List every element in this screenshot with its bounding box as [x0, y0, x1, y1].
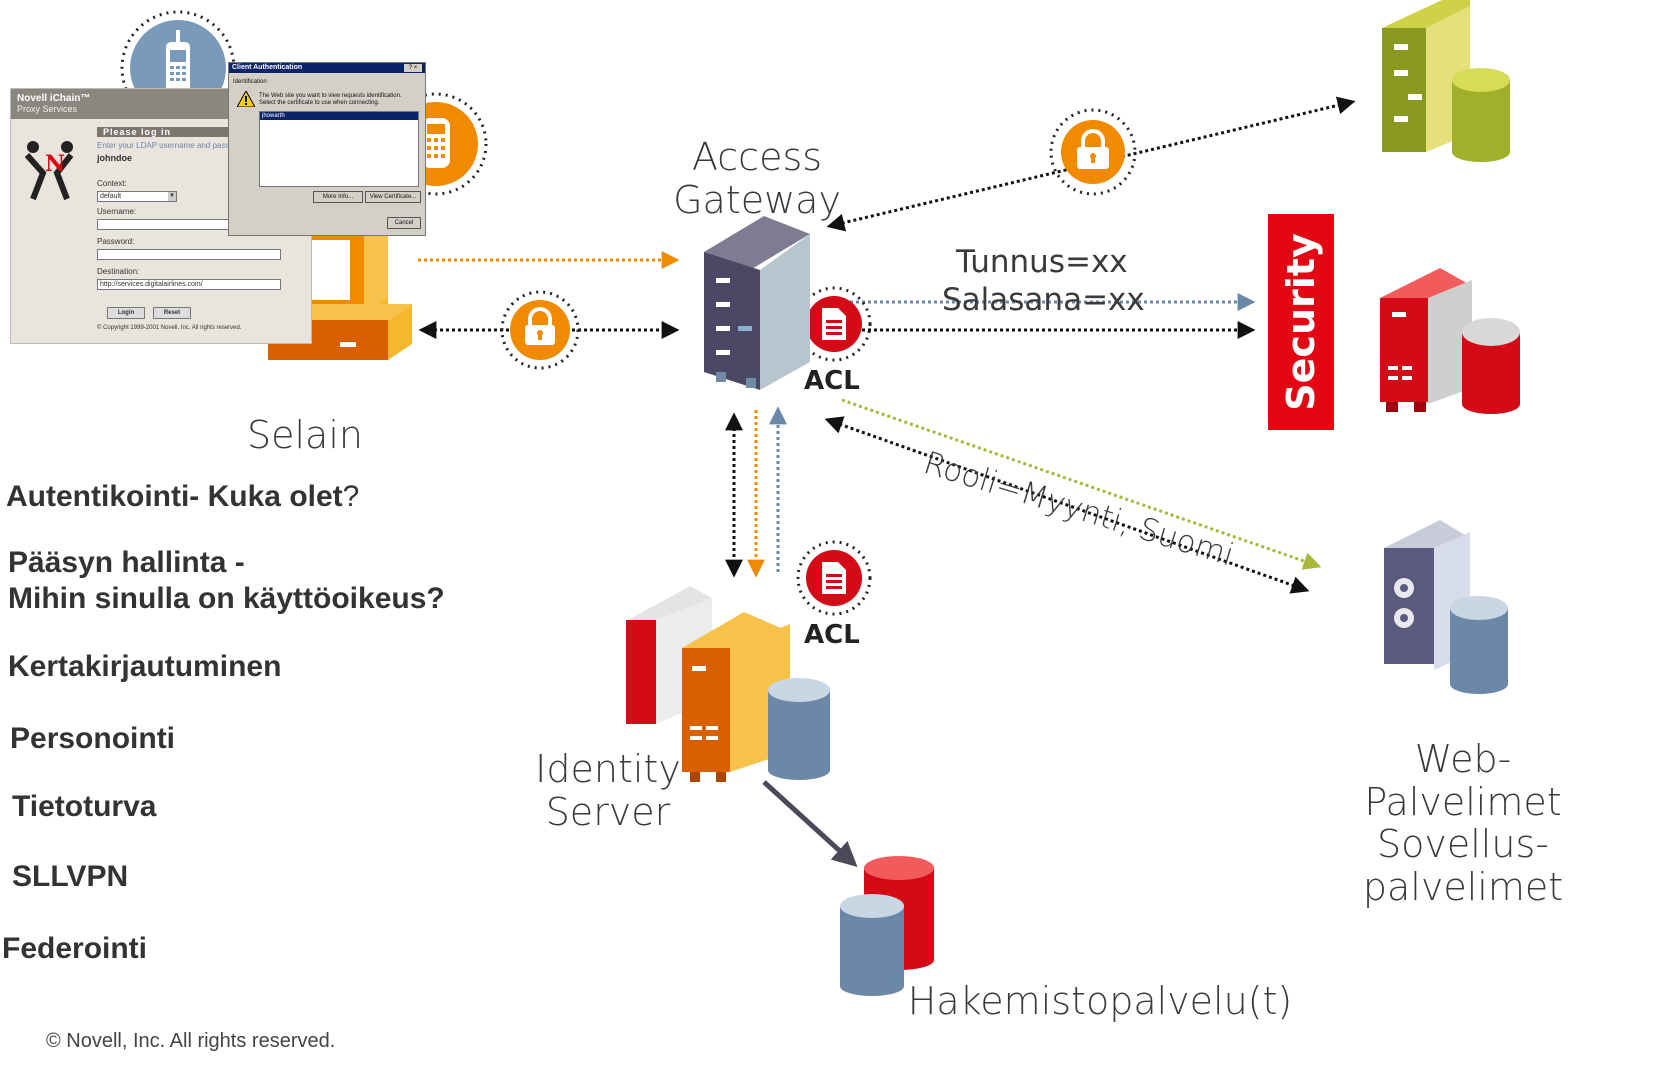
login-instruction: Enter your LDAP username and passw	[97, 141, 236, 150]
feature-access-control-line2: Mihin sinulla on käyttöoikeus?	[8, 582, 445, 615]
dialog-help-close-buttons[interactable]: ? ×	[404, 64, 422, 72]
security-label: Security	[1279, 233, 1323, 411]
context-select[interactable]: default ▼	[97, 191, 177, 202]
login-heading: Please log in	[97, 127, 311, 137]
more-info-button[interactable]: More Info...	[313, 191, 363, 203]
context-value: default	[100, 193, 122, 200]
arrow-gateway-to-web-green	[841, 398, 1322, 570]
feature-access-control-line1: Pääsyn hallinta -	[8, 546, 245, 579]
dialog-title: Client Authentication	[229, 63, 425, 73]
client-auth-dialog: Client Authentication ? × Identification…	[228, 62, 426, 236]
arrow-identity-to-directory	[762, 780, 858, 868]
web-server-icon	[1384, 520, 1508, 694]
login-button[interactable]: Login	[107, 307, 145, 319]
password-label: Password:	[97, 237, 135, 246]
footer-copyright: © Novell, Inc. All rights reserved.	[46, 1030, 336, 1052]
svg-text:N: N	[45, 151, 65, 177]
access-gateway-label: Access Gateway	[673, 135, 841, 222]
destination-label: Destination:	[97, 267, 140, 276]
access-gateway-server-icon	[704, 216, 810, 390]
destination-field[interactable]: http://services.digitalairlines.com/	[97, 279, 281, 290]
identity-server-icon	[626, 586, 830, 782]
security-banner: Security	[1268, 214, 1334, 430]
dialog-message: The Web site you want to view requests i…	[259, 93, 402, 106]
web-servers-label: Web- Palvelimet Sovellus- palvelimet	[1362, 737, 1564, 909]
acl-label: ACL	[804, 620, 860, 650]
feature-sslvpn: SLLVPN	[12, 860, 129, 893]
feature-authentication: Autentikointi- Kuka olet?	[6, 480, 359, 515]
lock-icon	[500, 290, 580, 370]
certificate-item[interactable]: jhowarth	[260, 112, 418, 120]
feature-security: Tietoturva	[12, 790, 157, 823]
browser-label: Selain	[247, 413, 363, 457]
identity-server-label: Identity Server	[535, 747, 681, 834]
feature-single-sign-on: Kertakirjautuminen	[8, 650, 282, 683]
feature-authentication-bold: Autentikointi- Kuka olet	[6, 480, 343, 513]
cancel-button[interactable]: Cancel	[387, 217, 421, 229]
lock-icon	[1049, 108, 1137, 196]
acl-document-icon	[796, 286, 872, 362]
feature-federation: Federointi	[2, 932, 148, 965]
login-user: johndoe	[97, 153, 132, 163]
context-label: Context:	[97, 179, 127, 188]
chevron-down-icon: ▼	[168, 192, 176, 201]
warning-icon	[237, 91, 255, 107]
feature-personalization: Personointi	[10, 722, 176, 755]
acl-label: ACL	[804, 366, 860, 396]
directory-label: Hakemistopalvelu(t)	[907, 979, 1293, 1023]
username-label: Username:	[97, 207, 137, 216]
brand-title: Novell iChain™	[17, 93, 91, 104]
reset-button[interactable]: Reset	[153, 307, 191, 319]
login-copyright: © Copyright 1999-2001 Novell, Inc. All r…	[97, 325, 242, 331]
view-certificate-button[interactable]: View Certificate...	[365, 191, 421, 203]
credentials-username-label: Tunnus=xx	[956, 244, 1128, 280]
password-field[interactable]	[97, 249, 281, 260]
novell-logo-icon: N	[24, 141, 74, 201]
feature-authentication-question: ?	[342, 480, 360, 513]
acl-document-icon	[796, 540, 872, 616]
directory-database-icon	[840, 856, 934, 996]
dialog-group-label: Identification	[233, 79, 267, 85]
credentials-password-label: Salasana=xx	[942, 282, 1145, 318]
brand-subtitle: Proxy Services	[17, 104, 78, 114]
red-server-icon	[1380, 268, 1520, 414]
arrow-gateway-identity-vertical	[725, 406, 787, 578]
olive-server-icon	[1382, 0, 1510, 162]
certificate-list[interactable]: jhowarth	[259, 111, 419, 187]
arrow-gateway-web-black	[824, 416, 1310, 594]
